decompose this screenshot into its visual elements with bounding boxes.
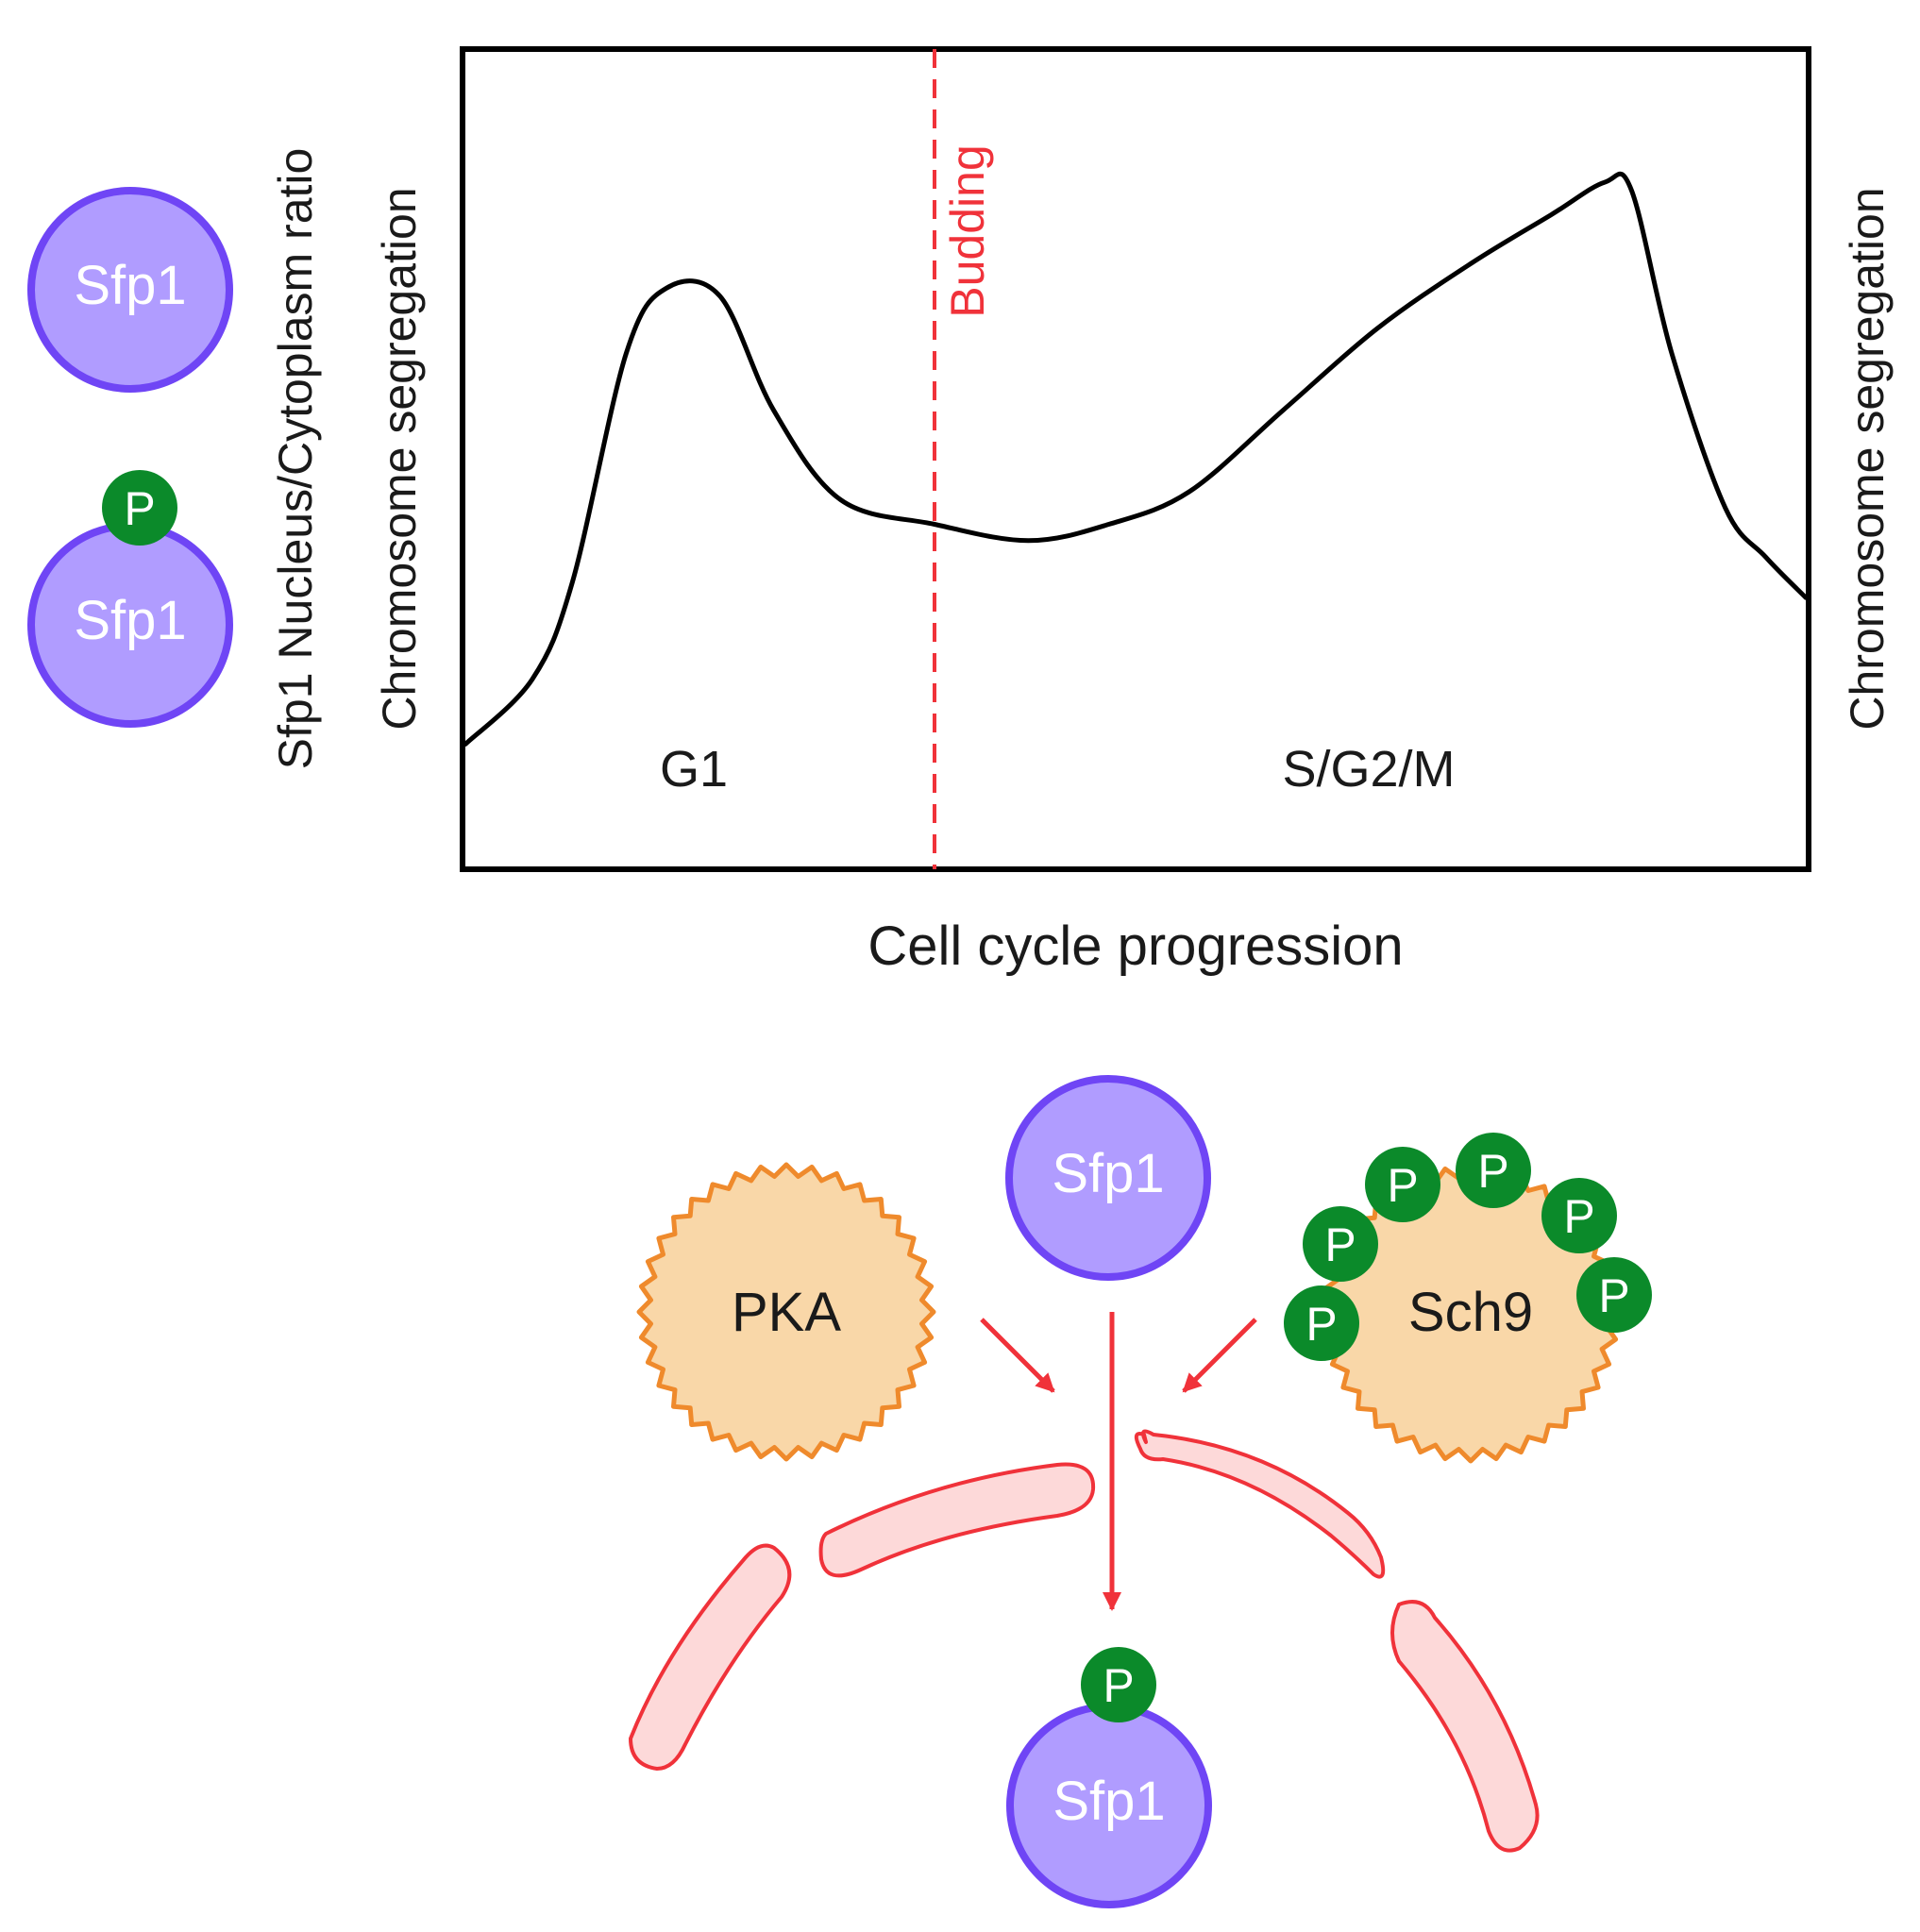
legend-sfp1-phosphorylated: Sfp1 P bbox=[27, 470, 233, 728]
pka-arrow bbox=[980, 1318, 1055, 1393]
nuclear-membrane-segment bbox=[629, 1543, 792, 1771]
nuclear-membrane-segment bbox=[818, 1462, 1096, 1578]
sfp1-cytoplasmic: Sfp1 bbox=[1005, 1075, 1211, 1281]
chart: Sfp1 Nucleus/Cytoplasm ratio Chromosome … bbox=[269, 46, 1894, 977]
legend-phospho-sfp1-label: Sfp1 bbox=[74, 590, 186, 651]
pka-kinase: PKA bbox=[636, 1162, 936, 1462]
phosphate-label: P bbox=[1103, 1659, 1134, 1712]
sfp1-top-label: Sfp1 bbox=[1052, 1143, 1164, 1204]
phosphate-icon bbox=[1365, 1147, 1440, 1222]
phosphate-icon bbox=[1541, 1178, 1617, 1253]
phosphate-label: P bbox=[1324, 1218, 1356, 1271]
budding-label: Budding bbox=[941, 144, 994, 318]
legend: Sfp1 Sfp1 P bbox=[27, 187, 233, 728]
y-axis-label: Sfp1 Nucleus/Cytoplasm ratio bbox=[269, 148, 322, 770]
legend-sfp1-label: Sfp1 bbox=[74, 255, 186, 316]
sch9-kinase: Sch9 P P P P P P bbox=[1284, 1133, 1652, 1464]
sch9-phosphate-group: P P P P P P bbox=[1284, 1133, 1652, 1361]
sch9-arrow bbox=[1182, 1318, 1257, 1393]
pka-label: PKA bbox=[732, 1282, 841, 1343]
phosphate-icon bbox=[1576, 1257, 1652, 1333]
sfp1-ratio-curve bbox=[463, 171, 1809, 747]
pka-kinase-shape bbox=[636, 1162, 936, 1462]
phosphate-icon bbox=[1303, 1206, 1378, 1282]
sfp1-protein-icon bbox=[27, 187, 233, 393]
phosphate-icon bbox=[1081, 1647, 1156, 1722]
nuclear-membrane-segment bbox=[1390, 1600, 1540, 1853]
arrows bbox=[980, 1312, 1257, 1611]
phosphate-label: P bbox=[1305, 1298, 1337, 1351]
phase-g1-label: G1 bbox=[660, 741, 728, 798]
plot-frame bbox=[460, 46, 1811, 872]
sfp1-nuclear-phosphorylated: Sfp1 P bbox=[1006, 1647, 1212, 1908]
x-axis-label: Cell cycle progression bbox=[867, 916, 1403, 977]
nuclear-membrane-segment bbox=[1134, 1429, 1386, 1579]
phosphate-icon bbox=[102, 470, 177, 546]
sfp1-protein-icon bbox=[1005, 1075, 1211, 1281]
phase-sg2m-label: S/G2/M bbox=[1282, 741, 1455, 798]
right-chromosome-segregation-label: Chromosome segregation bbox=[1841, 187, 1894, 730]
phosphate-label: P bbox=[1598, 1269, 1629, 1322]
sch9-label: Sch9 bbox=[1408, 1282, 1533, 1343]
legend-sfp1-unphosphorylated: Sfp1 bbox=[27, 187, 233, 393]
phosphate-label: P bbox=[1563, 1190, 1594, 1243]
phosphate-label: P bbox=[1477, 1145, 1508, 1198]
nuclear-envelope bbox=[629, 1429, 1540, 1853]
phosphate-label: P bbox=[1387, 1159, 1418, 1212]
phosphate-icon bbox=[1456, 1133, 1531, 1208]
left-chromosome-segregation-label: Chromosome segregation bbox=[373, 187, 426, 730]
phosphate-icon bbox=[1284, 1285, 1359, 1361]
mechanism-diagram: PKA Sch9 P P P P P P Sfp1 bbox=[629, 1075, 1652, 1908]
sfp1-bottom-label: Sfp1 bbox=[1053, 1771, 1165, 1832]
phosphate-label: P bbox=[124, 482, 155, 535]
